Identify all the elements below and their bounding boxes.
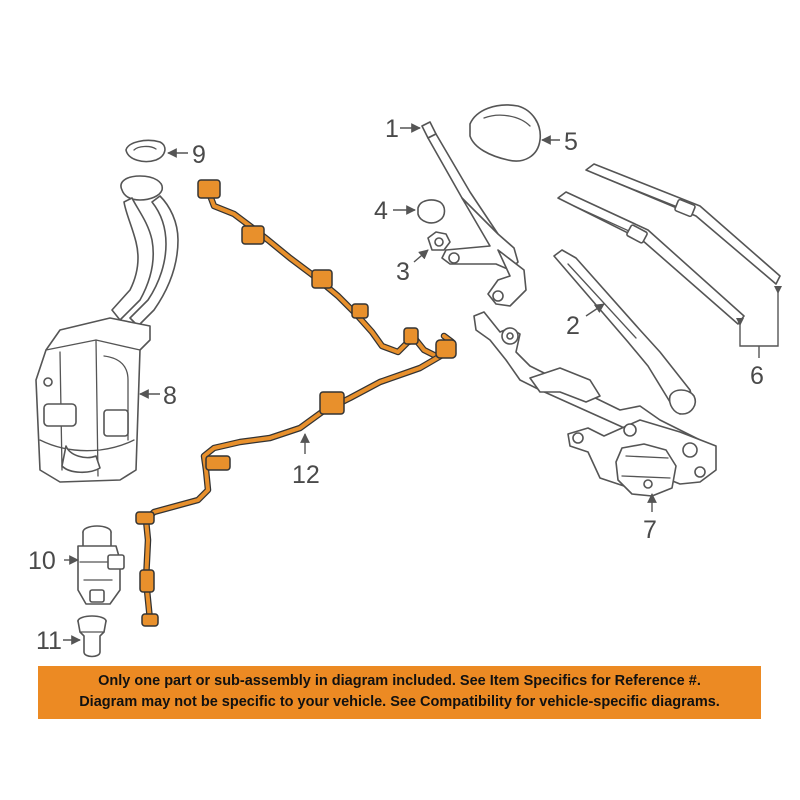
washer-reservoir-part	[35, 175, 179, 483]
hose-clip	[135, 511, 155, 525]
hose-clip	[435, 339, 457, 359]
wiper-blades-part	[557, 163, 781, 325]
hose-clip	[205, 455, 231, 471]
callout-7: 7	[643, 516, 657, 544]
disclaimer-line-2: Diagram may not be specific to your vehi…	[79, 694, 720, 710]
callout-4: 4	[374, 197, 388, 225]
wiper-motor-linkage-part	[473, 311, 717, 497]
nut-cap-part	[417, 199, 446, 224]
hose-clip	[139, 569, 155, 593]
wiper-arm-part	[421, 121, 527, 307]
hose-clip	[351, 303, 369, 319]
hose-clip	[319, 391, 345, 415]
callout-8: 8	[163, 382, 177, 410]
hose-clip	[403, 327, 419, 345]
callout-5: 5	[564, 128, 578, 156]
disclaimer-banner: Only one part or sub-assembly in diagram…	[38, 666, 761, 719]
callout-3: 3	[396, 258, 410, 286]
hose-clip	[311, 269, 333, 289]
cap-seal-part	[125, 139, 166, 163]
wiper-arm-2-part	[553, 249, 697, 415]
hose-clip	[241, 225, 265, 245]
callout-6: 6	[750, 362, 764, 390]
disclaimer-line-1: Only one part or sub-assembly in diagram…	[98, 673, 701, 689]
hose-clip	[141, 613, 159, 627]
washer-pump-part	[77, 525, 125, 605]
callout-1: 1	[385, 115, 399, 143]
callout-10: 10	[28, 547, 56, 575]
callout-11: 11	[36, 627, 62, 655]
pump-grommet-part	[77, 615, 107, 658]
washer-hose-assembly	[135, 179, 457, 627]
arm-nut-part	[427, 231, 451, 251]
callout-2: 2	[566, 312, 580, 340]
callout-3-leader	[413, 249, 429, 263]
arm-cover-cap-part	[469, 104, 542, 162]
callout-6-leader	[739, 292, 779, 347]
callout-2-leader	[585, 303, 605, 317]
callout-9: 9	[192, 141, 206, 169]
hose-clip	[197, 179, 221, 199]
callout-12: 12	[292, 461, 320, 489]
